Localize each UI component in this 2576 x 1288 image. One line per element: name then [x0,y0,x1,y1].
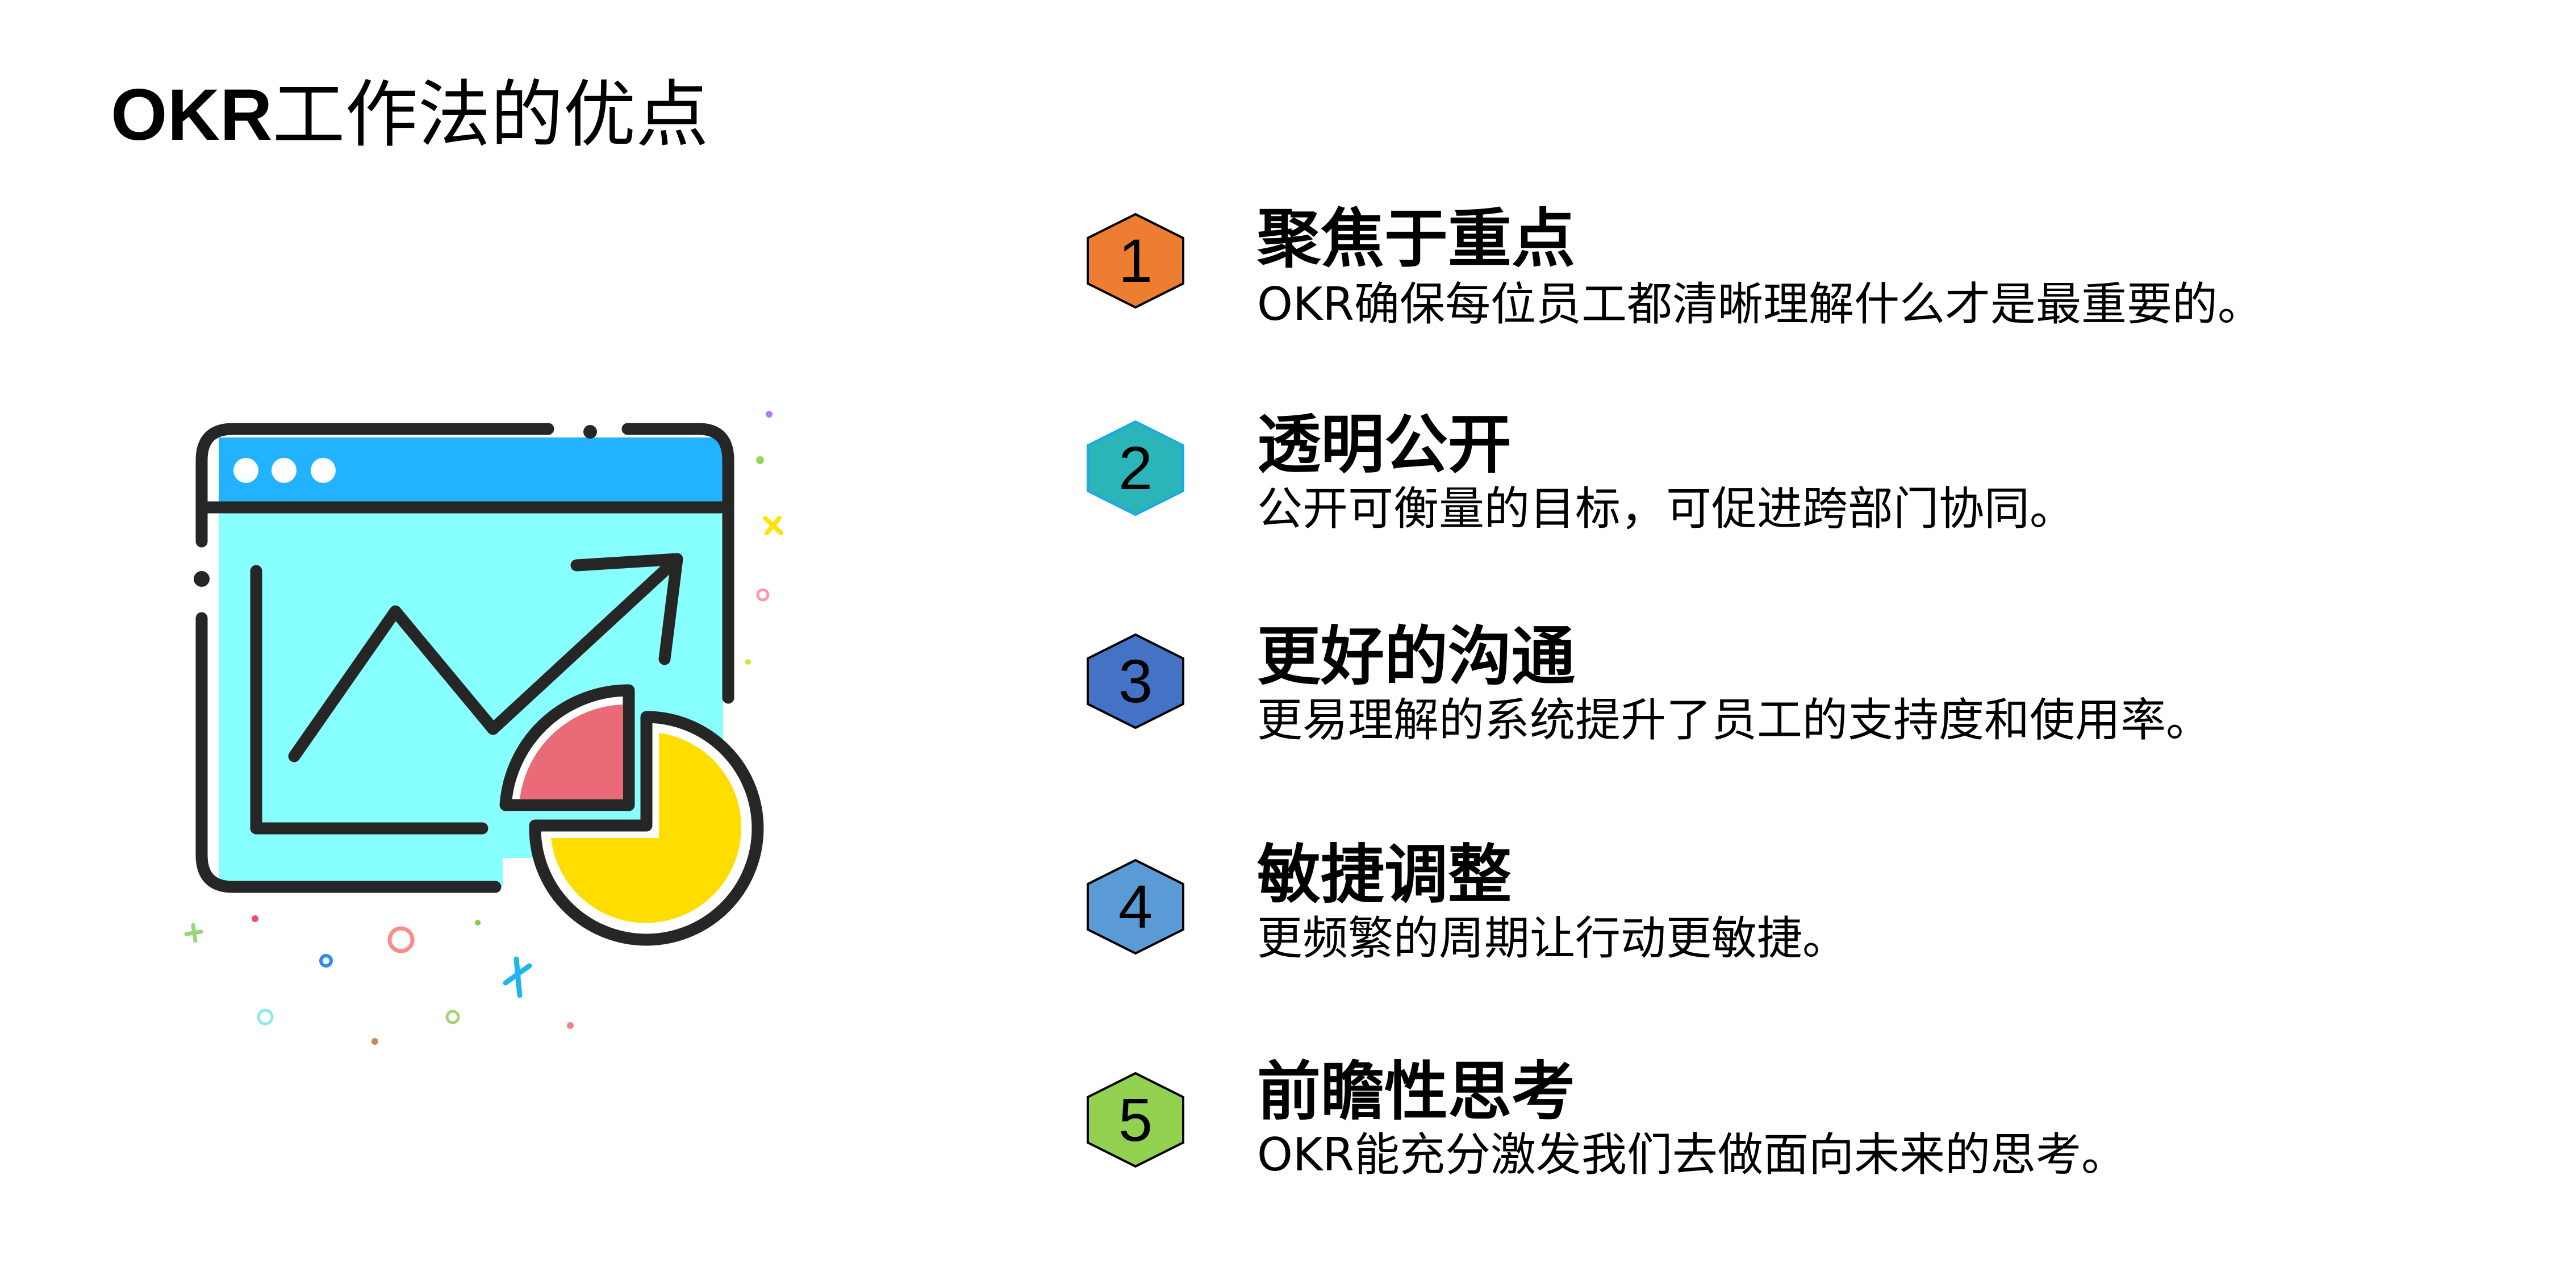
advantage-item-4: 4 敏捷调整 更频繁的周期让行动更敏捷。 [1086,838,2449,1006]
item-description: OKR确保每位员工都清晰理解什么才是最重要的。 [1257,278,2264,331]
number-badge-3: 3 [1086,632,1185,730]
advantage-item-3: 3 更好的沟通 更易理解的系统提升了员工的支持度和使用率。 [1086,620,2449,780]
badge-number: 3 [1118,647,1153,715]
hexagon-icon [1087,420,1184,516]
number-badge-1: 1 [1086,212,1185,310]
advantage-item-2: 2 透明公开 公开可衡量的目标，可促进跨部门协同。 [1086,408,2449,567]
badge-number: 4 [1118,872,1153,941]
hexagon-icon [1087,212,1184,309]
hexagon-icon [1087,858,1184,955]
item-heading: 聚焦于重点 [1257,202,1575,276]
badge-number: 1 [1118,226,1153,295]
advantage-item-1: 1 聚焦于重点 OKR确保每位员工都清晰理解什么才是最重要的。 [1086,202,2449,360]
item-description: 公开可衡量的目标，可促进跨部门协同。 [1257,482,2075,535]
window-body-fill [219,507,723,858]
title-okr: OKR [111,74,273,156]
item-heading: 透明公开 [1257,408,1512,482]
item-heading: 更好的沟通 [1257,620,1575,694]
hexagon-icon [1087,633,1184,730]
hexagon-icon [1087,1072,1184,1168]
item-heading: 前瞻性思考 [1257,1055,1575,1129]
badge-number: 5 [1118,1085,1153,1154]
number-badge-5: 5 [1086,1071,1185,1169]
title-rest: 工作法的优点 [272,73,709,157]
item-heading: 敏捷调整 [1257,838,1512,912]
number-badge-2: 2 [1086,419,1185,517]
slide-title: OKR工作法的优点 [111,73,708,158]
number-badge-4: 4 [1086,858,1185,956]
badge-number: 2 [1118,433,1153,502]
item-description: OKR能充分激发我们去做面向未来的思考。 [1257,1128,2127,1181]
window-header-fill [219,437,728,507]
advantage-item-5: 5 前瞻性思考 OKR能充分激发我们去做面向未来的思考。 [1086,1055,2449,1219]
item-description: 更频繁的周期让行动更敏捷。 [1257,912,1848,965]
item-description: 更易理解的系统提升了员工的支持度和使用率。 [1257,694,2211,747]
